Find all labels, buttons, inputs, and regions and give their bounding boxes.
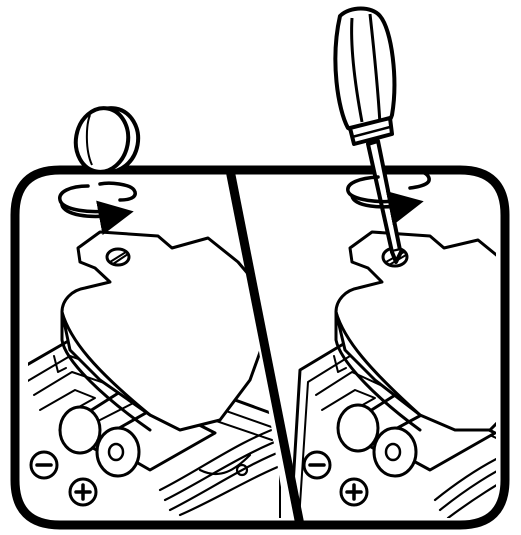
cover-screw-icon xyxy=(107,249,129,265)
polarity-minus-icon xyxy=(31,452,57,478)
polarity-plus-icon xyxy=(70,479,96,505)
polarity-plus-icon xyxy=(341,479,367,505)
screwdriver-icon xyxy=(335,9,402,263)
rotate-clockwise-icon xyxy=(60,183,135,216)
polarity-minus-icon xyxy=(304,452,330,478)
right-panel xyxy=(290,232,520,535)
coin-icon xyxy=(71,104,143,177)
